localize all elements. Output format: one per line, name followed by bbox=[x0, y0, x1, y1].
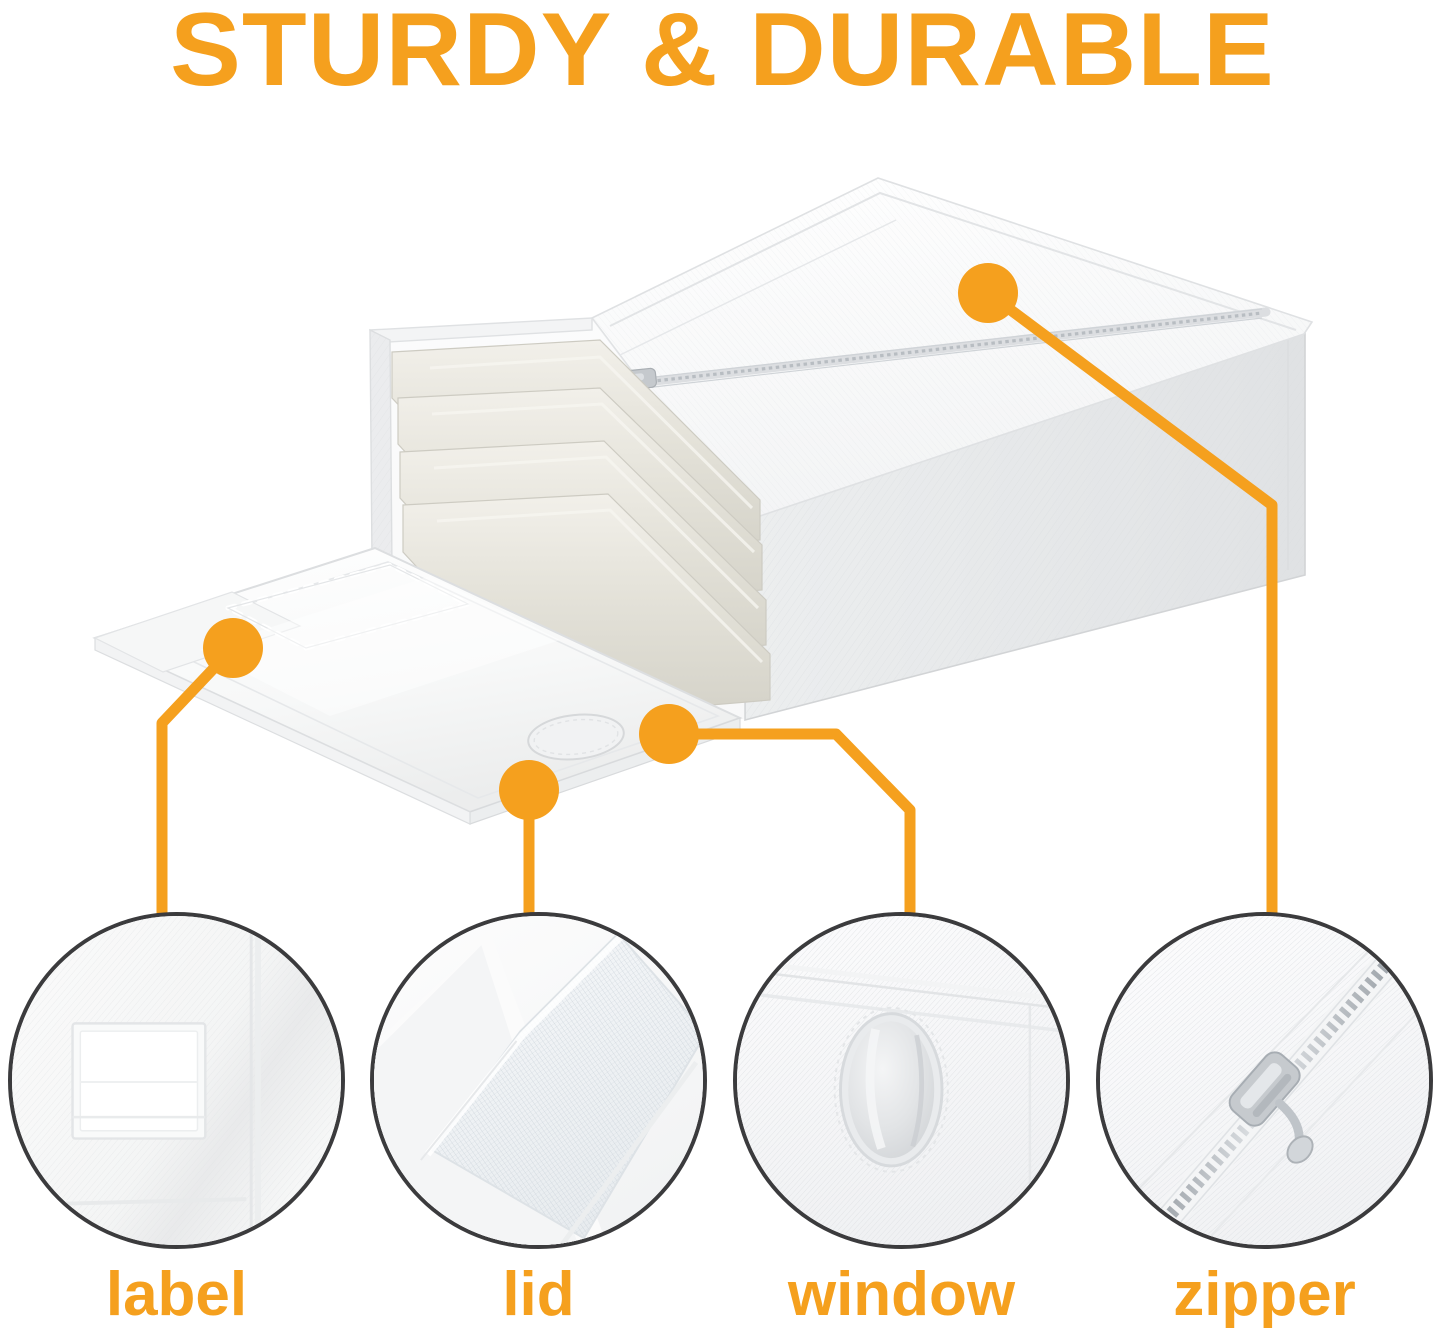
caption-lid: lid bbox=[502, 1260, 575, 1329]
folded-blankets bbox=[391, 339, 771, 719]
label-patch-stitch bbox=[221, 562, 475, 651]
product-illustration bbox=[92, 177, 1314, 825]
detail-circle-zipper bbox=[1096, 912, 1433, 1249]
caption-window: window bbox=[787, 1260, 1016, 1329]
detail-circle-lid bbox=[370, 912, 707, 1249]
zipper-slider-detail bbox=[1228, 1051, 1314, 1164]
caption-zipper: zipper bbox=[1173, 1260, 1356, 1329]
window-hole bbox=[527, 713, 625, 761]
detail-circle-label bbox=[8, 912, 345, 1249]
page-title: STURDY & DURABLE bbox=[170, 0, 1275, 108]
label-holder bbox=[71, 1022, 207, 1140]
detail-circle-window bbox=[733, 912, 1070, 1249]
window-opening bbox=[833, 1006, 949, 1173]
caption-label: label bbox=[105, 1260, 248, 1329]
